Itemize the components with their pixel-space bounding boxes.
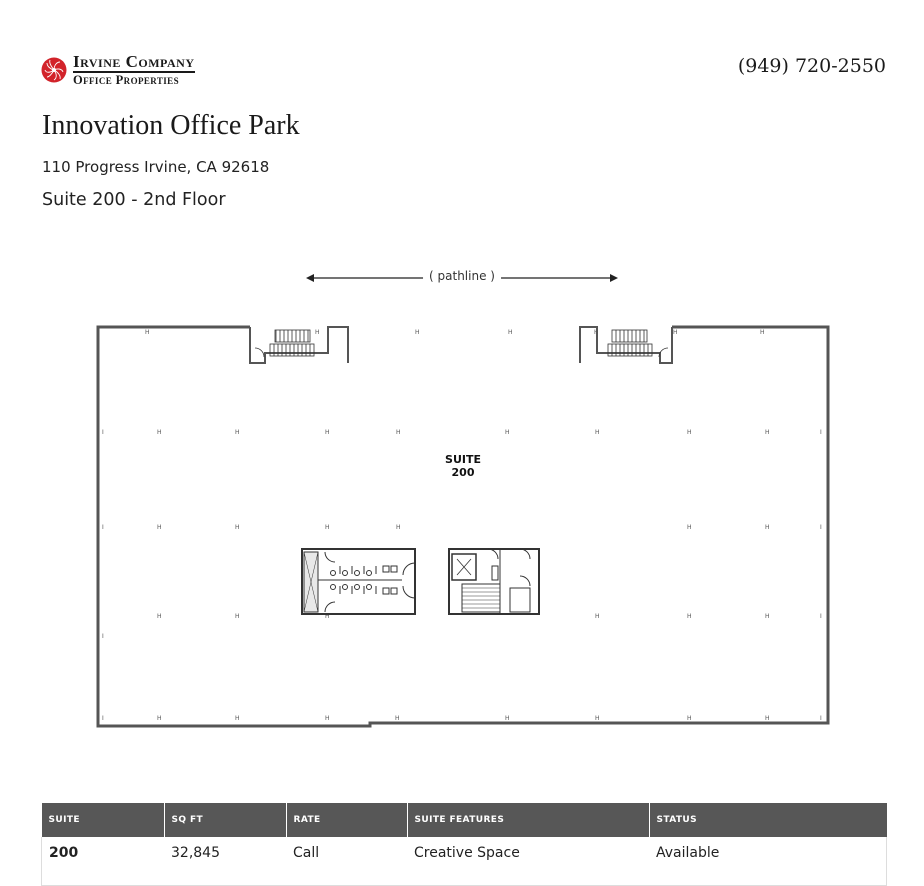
svg-text:H: H xyxy=(325,524,330,531)
svg-text:I: I xyxy=(820,613,822,620)
svg-text:H: H xyxy=(157,715,162,722)
svg-text:H: H xyxy=(687,524,692,531)
svg-text:H: H xyxy=(595,613,600,620)
column-header-rate: RATE xyxy=(286,803,408,837)
svg-text:I: I xyxy=(102,633,104,640)
svg-text:H: H xyxy=(765,524,770,531)
logo-division-name: Office Properties xyxy=(73,73,179,87)
restroom-core xyxy=(301,548,416,615)
svg-text:H: H xyxy=(157,613,162,620)
elevator-stair-core xyxy=(448,548,540,615)
svg-text:I: I xyxy=(820,715,822,722)
table-row: 200 32,845 Call Creative Space Available xyxy=(41,837,887,886)
svg-text:H: H xyxy=(765,429,770,436)
svg-text:H: H xyxy=(687,715,692,722)
svg-text:H: H xyxy=(415,329,420,336)
svg-text:I: I xyxy=(102,524,104,531)
svg-text:H: H xyxy=(235,524,240,531)
column-header-status: STATUS xyxy=(649,803,887,837)
column-header-suite: SUITE xyxy=(41,803,165,837)
svg-text:H: H xyxy=(235,715,240,722)
svg-text:H: H xyxy=(395,715,400,722)
suite-label-line1: SUITE xyxy=(445,453,481,466)
svg-text:H: H xyxy=(687,429,692,436)
svg-text:H: H xyxy=(673,329,678,336)
svg-text:H: H xyxy=(505,715,510,722)
suite-label-line2: 200 xyxy=(451,466,475,479)
company-logo: Irvine Company Office Properties xyxy=(41,53,195,87)
floor-plan: H H H H H H H I H H H H H H H H I I H H H H H H I H H H H H H I I I H… xyxy=(96,325,830,728)
svg-text:H: H xyxy=(325,613,330,620)
property-name: Innovation Office Park xyxy=(42,110,300,141)
svg-text:H: H xyxy=(765,715,770,722)
svg-text:I: I xyxy=(820,429,822,436)
table-header-row: SUITE SQ FT RATE SUITE FEATURES STATUS xyxy=(41,803,887,837)
svg-text:H: H xyxy=(687,613,692,620)
stair-top-left xyxy=(254,329,315,358)
column-header-sqft: SQ FT xyxy=(164,803,287,837)
svg-text:H: H xyxy=(396,524,401,531)
svg-text:H: H xyxy=(594,329,599,336)
suite-availability-table: SUITE SQ FT RATE SUITE FEATURES STATUS 2… xyxy=(41,803,887,886)
stair-top-right xyxy=(607,329,669,358)
cell-status: Available xyxy=(649,837,887,886)
svg-text:H: H xyxy=(508,329,513,336)
svg-text:I: I xyxy=(102,429,104,436)
cell-sqft: 32,845 xyxy=(164,837,286,886)
property-address: 110 Progress Irvine, CA 92618 xyxy=(42,158,270,176)
svg-text:H: H xyxy=(396,429,401,436)
svg-text:H: H xyxy=(157,429,162,436)
column-header-features: SUITE FEATURES xyxy=(407,803,650,837)
svg-text:H: H xyxy=(145,329,150,336)
svg-text:H: H xyxy=(595,715,600,722)
svg-text:H: H xyxy=(595,429,600,436)
svg-text:H: H xyxy=(235,429,240,436)
pathline-indicator: ( pathline ) xyxy=(304,266,620,290)
svg-text:H: H xyxy=(315,329,320,336)
logo-mark-icon xyxy=(41,57,67,83)
suite-label: SUITE 200 xyxy=(432,453,494,479)
svg-text:H: H xyxy=(235,613,240,620)
svg-text:H: H xyxy=(325,429,330,436)
cell-suite: 200 xyxy=(41,837,164,886)
pathline-label: ( pathline ) xyxy=(423,269,501,283)
svg-text:I: I xyxy=(102,715,104,722)
cell-rate: Call xyxy=(286,837,407,886)
svg-text:H: H xyxy=(325,715,330,722)
cell-features: Creative Space xyxy=(407,837,649,886)
svg-text:I: I xyxy=(820,524,822,531)
suite-floor-heading: Suite 200 - 2nd Floor xyxy=(42,190,226,210)
logo-company-name: Irvine Company xyxy=(73,52,195,73)
svg-text:H: H xyxy=(765,613,770,620)
svg-text:H: H xyxy=(157,524,162,531)
phone-number: (949) 720-2550 xyxy=(737,55,886,77)
svg-text:H: H xyxy=(505,429,510,436)
svg-text:H: H xyxy=(760,329,765,336)
